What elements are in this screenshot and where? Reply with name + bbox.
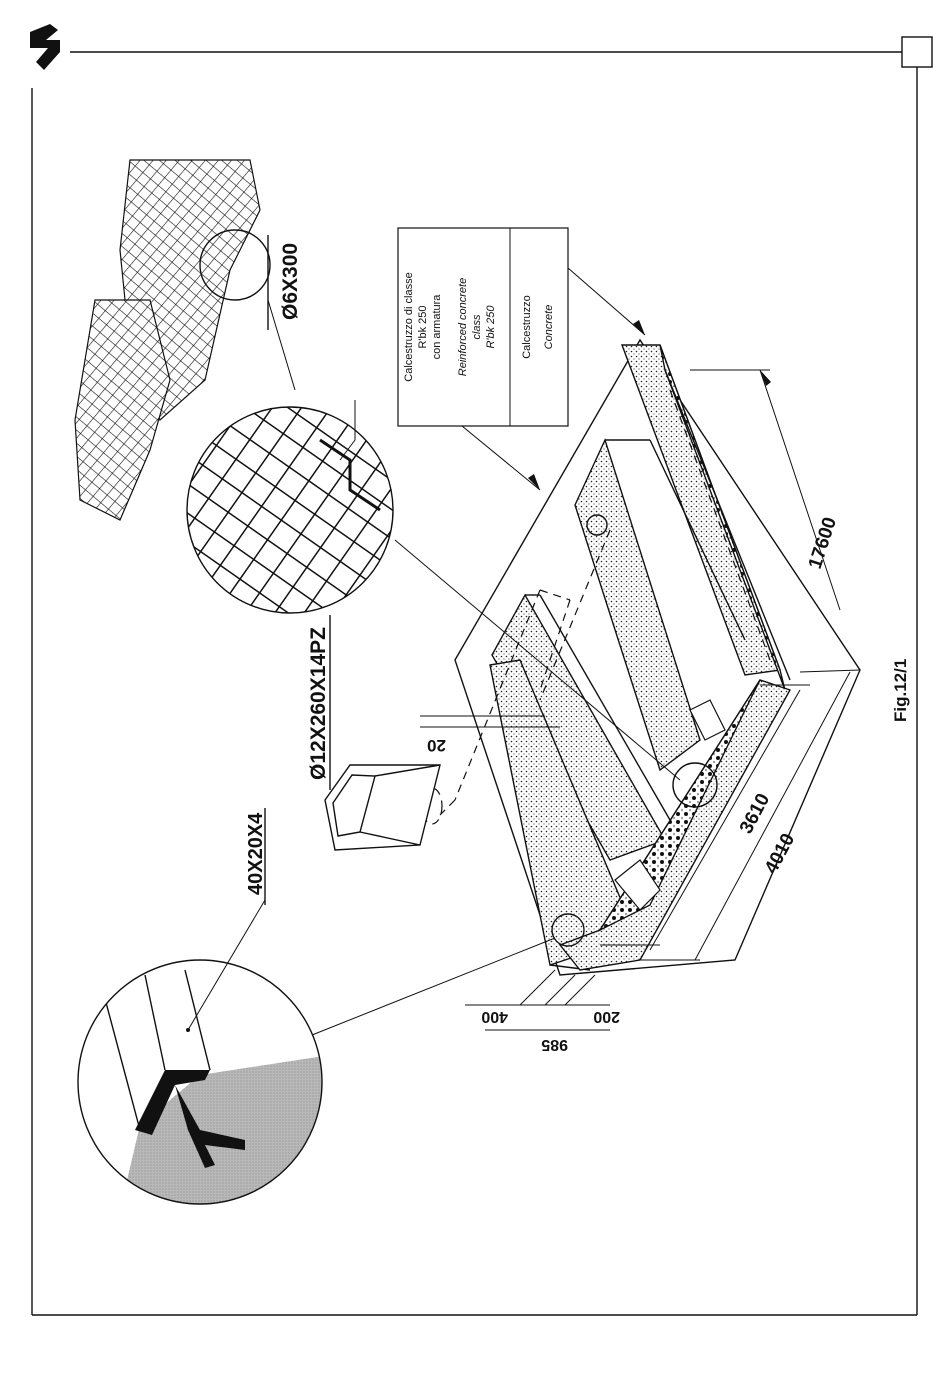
mesh-bottom-label: Ø12X260X14PZ — [307, 627, 330, 780]
legend-line-1: Calcestruzzo di classe — [403, 272, 415, 381]
gap-label: 20 — [427, 736, 446, 755]
dim-200-label: 200 — [593, 1008, 620, 1025]
steel-angle-label: 40X20X4 — [245, 812, 267, 895]
brand-logo-icon — [30, 24, 60, 70]
mesh-top-label: Ø6X300 — [279, 243, 302, 320]
angle-detail-circle — [70, 950, 330, 1210]
legend-line-4: Reinforced concrete — [457, 278, 469, 376]
legend-line-8: Concrete — [543, 305, 555, 350]
legend-line-2: R'bk 250 — [417, 305, 429, 348]
legend-line-7: Calcestruzzo — [521, 295, 533, 359]
length-label: 17600 — [805, 515, 841, 572]
mesh-sheet-lower — [75, 300, 170, 520]
section-dimensions: 400 200 985 — [465, 970, 620, 1053]
mesh-detail-circle — [180, 400, 400, 620]
dim-400-label: 400 — [481, 1008, 508, 1025]
legend-box: Calcestruzzo di classe R'bk 250 con arma… — [398, 228, 568, 426]
mesh-bottom-label-group: Ø12X260X14PZ — [307, 615, 330, 790]
dim-985-label: 985 — [541, 1036, 568, 1053]
junction-box — [325, 765, 440, 850]
legend-line-6: R'bk 250 — [485, 305, 497, 349]
figure-caption: Fig.12/1 — [891, 659, 910, 722]
legend-line-5: class — [471, 314, 483, 340]
legend-line-3: con armatura — [431, 294, 443, 360]
